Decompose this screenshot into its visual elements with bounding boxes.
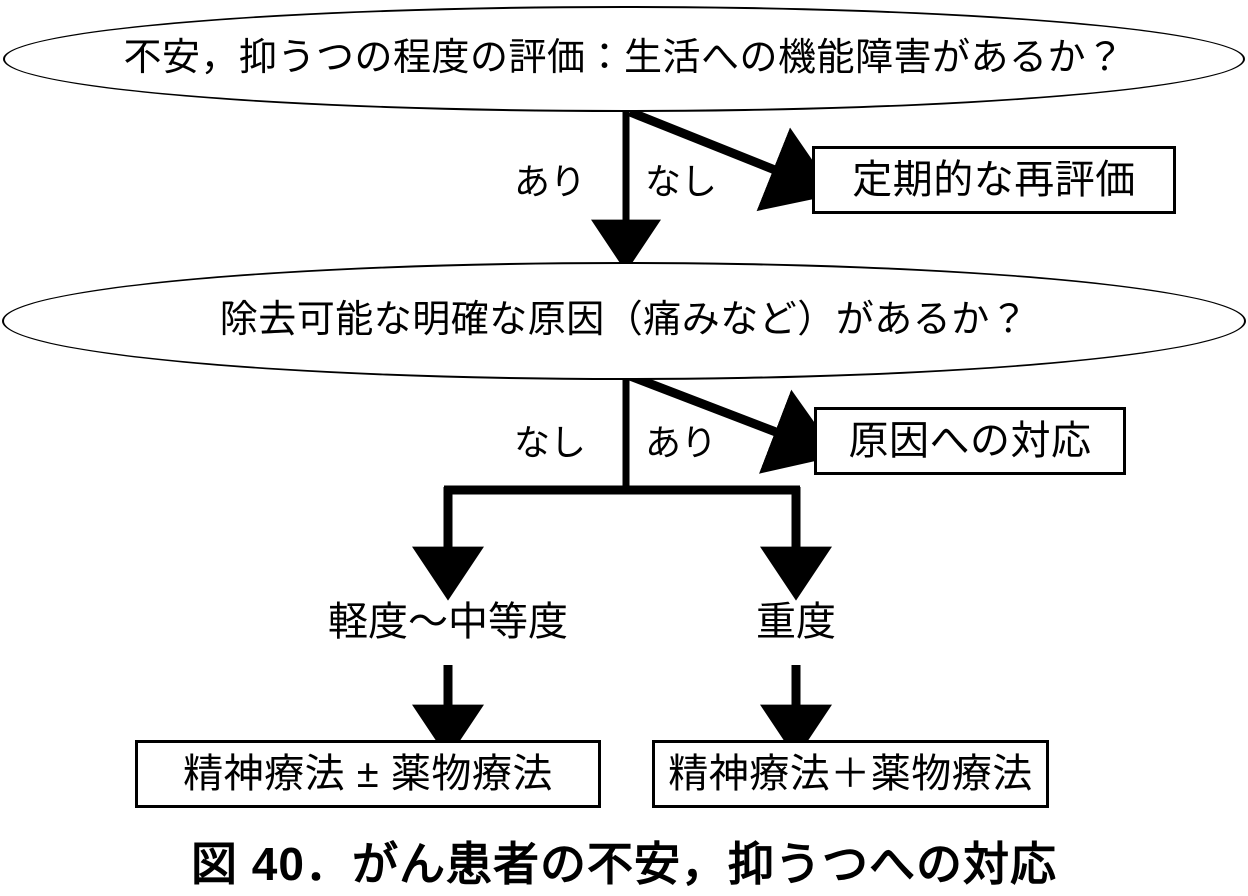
figure-caption: 図 40．がん患者の不安，抑うつへの対応	[191, 838, 1057, 890]
psychotherapy-optional-drug-box-label: 精神療法 ± 薬物療法	[183, 752, 553, 796]
psychotherapy-plus-drug-box-label: 精神療法＋薬物療法	[668, 752, 1033, 796]
reassessment-box-label: 定期的な再評価	[852, 158, 1136, 202]
cause-ellipse-label: 除去可能な明確な原因（痛みなど）があるか？	[219, 299, 1029, 342]
branch-label-severe: 重度	[756, 600, 836, 644]
psychotherapy-plus-drug-box[interactable]: 精神療法＋薬物療法	[652, 740, 1049, 808]
psychotherapy-optional-drug-box[interactable]: 精神療法 ± 薬物療法	[135, 740, 601, 808]
edge-label-assessment-yes: あり	[514, 161, 587, 202]
assessment-ellipse-label: 不安，抑うつの程度の評価：生活への機能障害があるか？	[123, 37, 1125, 80]
assessment-ellipse[interactable]: 不安，抑うつの程度の評価：生活への機能障害があるか？	[3, 6, 1245, 112]
edge-label-cause-no: なし	[514, 422, 587, 463]
cause-management-box-label: 原因への対応	[848, 419, 1092, 463]
cause-ellipse[interactable]: 除去可能な明確な原因（痛みなど）があるか？	[2, 262, 1246, 380]
branch-label-mild-to-moderate: 軽度〜中等度	[328, 600, 568, 644]
reassessment-box[interactable]: 定期的な再評価	[812, 146, 1176, 214]
edge-label-cause-yes: あり	[645, 422, 718, 463]
cause-management-box[interactable]: 原因への対応	[814, 407, 1126, 475]
edge-label-assessment-no: なし	[645, 161, 718, 202]
